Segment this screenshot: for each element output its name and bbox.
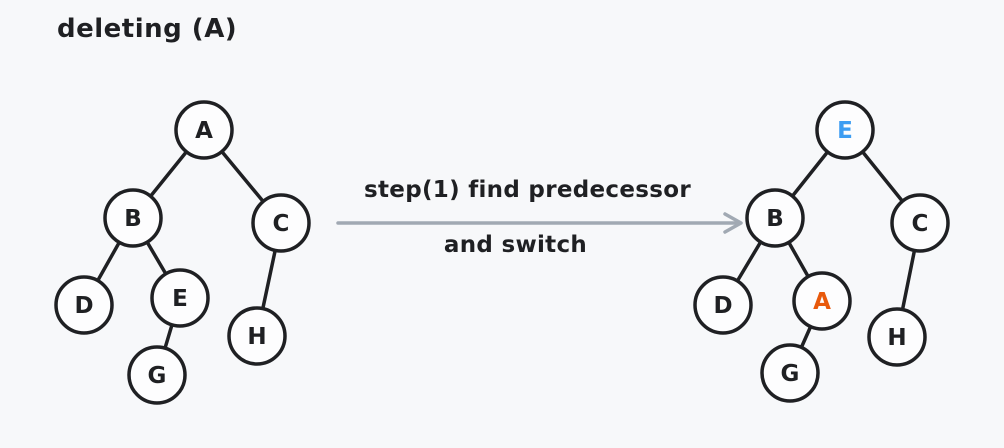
- tree-node-label-before-C: C: [273, 211, 290, 237]
- tree-node-before-D: D: [54, 275, 114, 335]
- transition-arrow-head-icon: [723, 212, 743, 234]
- tree-node-label-before-E: E: [172, 286, 188, 312]
- tree-node-before-G: G: [127, 345, 187, 405]
- tree-node-label-after-H: H: [887, 325, 906, 351]
- tree-node-label-after-C: C: [912, 211, 929, 237]
- tree-node-label-before-G: G: [148, 363, 167, 389]
- tree-node-after-B: B: [745, 188, 805, 248]
- tree-node-after-G: G: [760, 343, 820, 403]
- tree-node-after-A: A: [792, 271, 852, 331]
- tree-node-circle-after-C: [890, 193, 950, 253]
- tree-node-after-H: H: [867, 307, 927, 367]
- tree-node-label-after-B: B: [766, 206, 784, 232]
- tree-node-label-after-E: E: [837, 118, 853, 144]
- arrow-label-line1: step(1) find predecessor: [364, 177, 691, 203]
- page-title: deleting (A): [57, 14, 238, 44]
- tree-node-label-before-D: D: [74, 293, 93, 319]
- tree-node-circle-before-C: [251, 193, 311, 253]
- tree-node-before-B: B: [103, 188, 163, 248]
- tree-node-circle-before-E: [150, 268, 210, 328]
- tree-node-label-before-B: B: [124, 206, 142, 232]
- tree-node-circle-before-G: [127, 345, 187, 405]
- tree-node-circle-after-G: [760, 343, 820, 403]
- tree-node-label-before-H: H: [247, 324, 266, 350]
- tree-node-circle-before-D: [54, 275, 114, 335]
- tree-node-before-C: C: [251, 193, 311, 253]
- tree-node-circle-after-E: [815, 100, 875, 160]
- tree-node-label-before-A: A: [195, 118, 213, 144]
- tree-node-label-after-G: G: [781, 361, 800, 387]
- tree-node-before-A: A: [174, 100, 234, 160]
- tree-node-label-after-A: A: [813, 289, 831, 315]
- tree-node-after-E: E: [815, 100, 875, 160]
- tree-node-circle-after-D: [693, 275, 753, 335]
- tree-node-label-after-D: D: [713, 293, 732, 319]
- tree-node-circle-after-H: [867, 307, 927, 367]
- tree-node-circle-before-H: [227, 306, 287, 366]
- tree-node-before-H: H: [227, 306, 287, 366]
- tree-node-circle-before-B: [103, 188, 163, 248]
- arrow-label-line2: and switch: [443, 232, 588, 258]
- tree-node-circle-after-B: [745, 188, 805, 248]
- tree-node-after-C: C: [890, 193, 950, 253]
- tree-node-circle-after-A: [792, 271, 852, 331]
- tree-node-before-E: E: [150, 268, 210, 328]
- tree-node-circle-before-A: [174, 100, 234, 160]
- tree-node-after-D: D: [693, 275, 753, 335]
